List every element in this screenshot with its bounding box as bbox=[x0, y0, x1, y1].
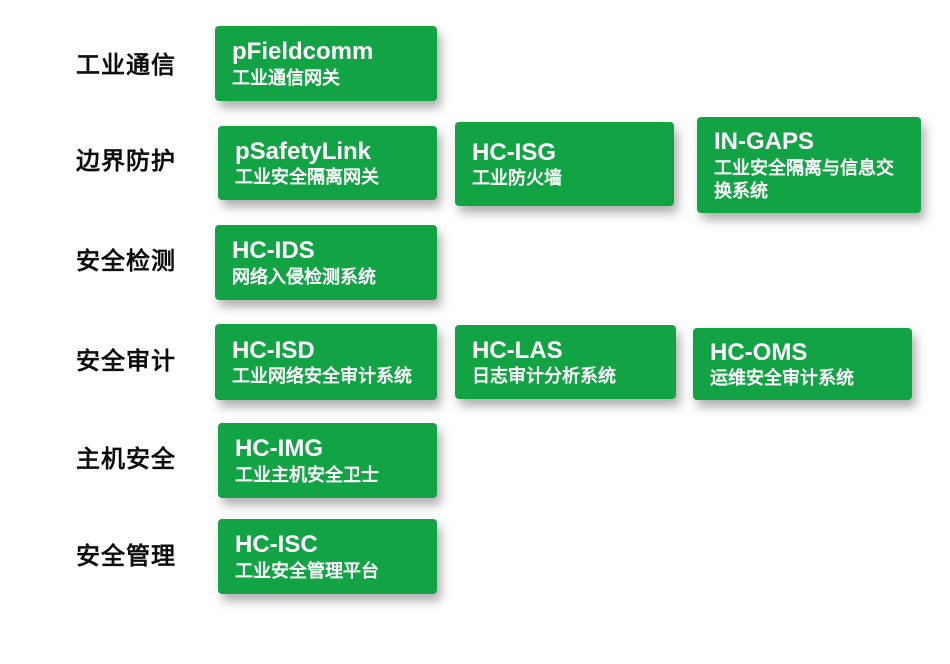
product-title: HC-ISD bbox=[232, 336, 315, 364]
product-subtitle: 网络入侵检测系统 bbox=[232, 266, 376, 287]
product-card-hc-isd: HC-ISD 工业网络安全审计系统 bbox=[215, 324, 437, 400]
product-card-hc-img: HC-IMG 工业主机安全卫士 bbox=[218, 423, 437, 498]
product-card-hc-isg: HC-ISG 工业防火墙 bbox=[455, 122, 674, 206]
product-subtitle: 工业网络安全审计系统 bbox=[232, 366, 412, 387]
product-title: pFieldcomm bbox=[232, 38, 374, 66]
product-subtitle: 工业安全管理平台 bbox=[235, 560, 379, 581]
product-title: HC-IMG bbox=[235, 435, 323, 463]
product-subtitle: 工业防火墙 bbox=[472, 168, 562, 189]
product-subtitle: 日志审计分析系统 bbox=[472, 366, 616, 387]
category-label-security-detection: 安全检测 bbox=[76, 248, 176, 275]
product-card-pfieldcomm: pFieldcomm 工业通信网关 bbox=[215, 26, 437, 101]
product-title: HC-ISC bbox=[235, 531, 318, 559]
category-label-security-audit: 安全审计 bbox=[76, 348, 176, 375]
product-title: HC-IDS bbox=[232, 237, 315, 265]
product-subtitle: 工业通信网关 bbox=[232, 67, 340, 88]
product-subtitle: 工业主机安全卫士 bbox=[235, 464, 379, 485]
product-title: HC-LAS bbox=[472, 336, 563, 364]
product-title: IN-GAPS bbox=[714, 128, 815, 156]
product-subtitle: 运维安全审计系统 bbox=[710, 368, 854, 389]
product-card-hc-ids: HC-IDS 网络入侵检测系统 bbox=[215, 225, 437, 300]
product-subtitle: 工业安全隔离与信息交换系统 bbox=[714, 157, 894, 201]
product-card-psafetylink: pSafetyLink 工业安全隔离网关 bbox=[218, 126, 437, 200]
category-label-industrial-communication: 工业通信 bbox=[76, 52, 176, 79]
product-title: pSafetyLink bbox=[235, 137, 372, 165]
product-card-hc-oms: HC-OMS 运维安全审计系统 bbox=[693, 328, 912, 400]
category-label-security-management: 安全管理 bbox=[76, 543, 176, 570]
product-title: HC-OMS bbox=[710, 338, 808, 366]
product-card-hc-las: HC-LAS 日志审计分析系统 bbox=[455, 325, 676, 399]
category-label-boundary-protection: 边界防护 bbox=[76, 148, 176, 175]
product-card-hc-isc: HC-ISC 工业安全管理平台 bbox=[218, 519, 437, 594]
product-subtitle: 工业安全隔离网关 bbox=[235, 167, 379, 188]
product-card-in-gaps: IN-GAPS 工业安全隔离与信息交换系统 bbox=[697, 117, 921, 213]
product-title: HC-ISG bbox=[472, 138, 556, 166]
category-label-host-security: 主机安全 bbox=[76, 446, 176, 473]
